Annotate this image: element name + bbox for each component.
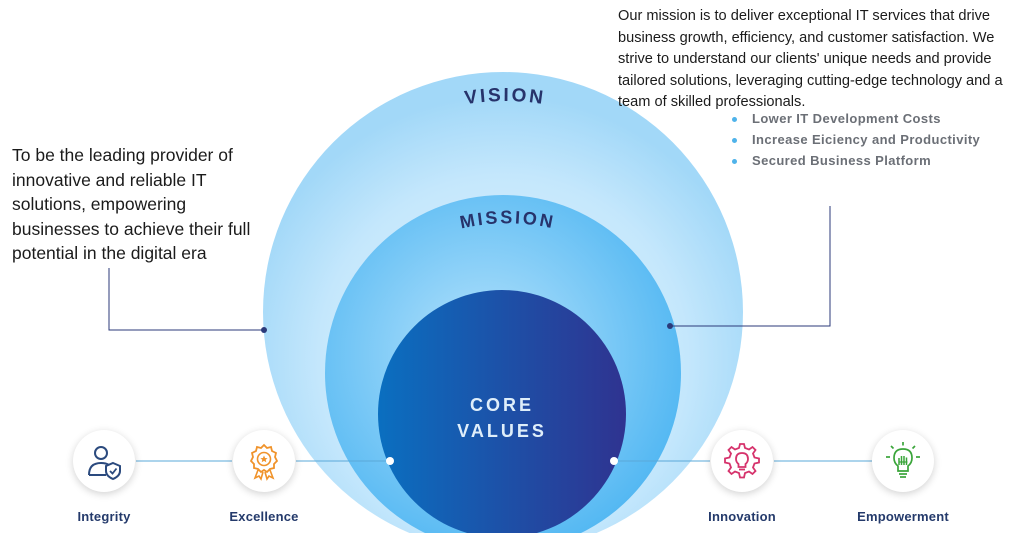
excellence-label: Excellence <box>229 509 299 524</box>
core-value-integrity: Integrity <box>39 430 169 524</box>
vision-statement: To be the leading provider of innovative… <box>12 145 251 263</box>
mission-bullet-text: Secured Business Platform <box>752 153 932 168</box>
mission-bullet: Secured Business Platform <box>732 153 980 174</box>
gear-bulb-icon <box>724 443 760 479</box>
award-badge-icon <box>249 443 279 481</box>
mission-connector <box>670 206 831 327</box>
core-title-line2: VALUES <box>457 421 547 441</box>
core-left-dot <box>386 457 394 465</box>
core-title-line1: CORE <box>470 395 534 415</box>
core-right-dot <box>610 457 618 465</box>
empowerment-icon-circle <box>872 430 934 492</box>
innovation-label: Innovation <box>708 509 776 524</box>
mission-bullet: Increase Eiciency and Productivity <box>732 132 980 153</box>
mission-bullet-text: Lower IT Development Costs <box>752 111 941 126</box>
innovation-icon-circle <box>711 430 773 492</box>
core-value-empowerment: Empowerment <box>838 430 968 524</box>
core-value-excellence: Excellence <box>199 430 329 524</box>
mission-statement: Our mission is to deliver exceptional IT… <box>618 8 1003 111</box>
integrity-label: Integrity <box>77 509 131 524</box>
person-shield-icon <box>88 446 121 481</box>
raised-fist-bulb-icon <box>886 442 920 478</box>
bullet-dot-icon <box>732 117 737 122</box>
empowerment-label: Empowerment <box>857 509 949 524</box>
core-values-circle <box>378 290 626 533</box>
mission-bullet-list: Lower IT Development Costs Increase Eici… <box>732 111 980 174</box>
vision-connector-dot <box>261 327 267 333</box>
mission-bullet: Lower IT Development Costs <box>732 111 980 132</box>
mission-connector-dot <box>667 323 673 329</box>
bullet-dot-icon <box>732 159 737 164</box>
integrity-icon-circle <box>73 430 135 492</box>
excellence-icon-circle <box>233 430 295 492</box>
vision-connector <box>108 268 264 331</box>
vision-title: VISION <box>463 85 546 109</box>
mission-bullet-text: Increase Eiciency and Productivity <box>752 132 981 147</box>
bullet-dot-icon <box>732 138 737 143</box>
core-value-innovation: Innovation <box>677 430 807 524</box>
